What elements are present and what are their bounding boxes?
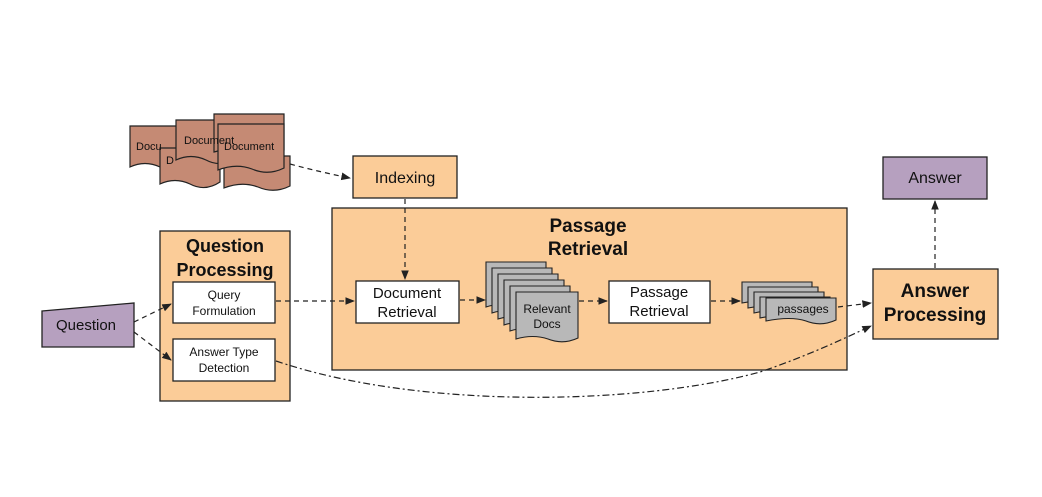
query-formulation-line2: Formulation bbox=[192, 304, 255, 318]
query-formulation-node: Query Formulation bbox=[172, 281, 276, 324]
question-processing-group: Question Processing Query Formulation An… bbox=[159, 230, 291, 402]
document-label-4: D bbox=[166, 155, 174, 167]
query-formulation-line1: Query bbox=[208, 288, 241, 302]
document-label-1: Docu bbox=[136, 141, 162, 153]
passage-retrieval-title-line2: Retrieval bbox=[548, 239, 628, 260]
document-retrieval-line2: Retrieval bbox=[377, 304, 436, 321]
passage-retrieval-line1: Passage bbox=[630, 284, 688, 301]
answer-processing-node: Answer Processing bbox=[872, 268, 999, 340]
question-node: Question bbox=[41, 302, 135, 348]
answer-type-detection-line2: Detection bbox=[199, 361, 250, 375]
passage-retrieval-node: Passage Retrieval bbox=[608, 280, 711, 324]
document-retrieval-line1: Document bbox=[373, 285, 442, 302]
question-label: Question bbox=[56, 317, 116, 334]
document-retrieval-node: Document Retrieval bbox=[355, 280, 460, 324]
passages-stack: passages bbox=[741, 281, 837, 325]
document-label-2: Document bbox=[184, 135, 234, 147]
arrow-passages-to-answer-processing bbox=[837, 300, 872, 308]
arrow-question-to-answer-type bbox=[133, 331, 172, 361]
arrow-question-to-query-formulation bbox=[133, 303, 172, 323]
document-label-3: Document bbox=[224, 141, 274, 153]
passage-retrieval-title-line1: Passage bbox=[549, 216, 626, 237]
answer-type-detection-node: Answer Type Detection bbox=[172, 338, 276, 382]
indexing-label: Indexing bbox=[375, 170, 436, 187]
relevant-docs-line2: Docs bbox=[533, 317, 560, 331]
arrow-answer-type-to-answer-processing bbox=[275, 325, 872, 398]
relevant-docs-line1: Relevant bbox=[523, 302, 571, 316]
answer-processing-line2: Processing bbox=[884, 305, 986, 326]
answer-processing-line1: Answer bbox=[901, 281, 970, 302]
passages-label: passages bbox=[777, 302, 828, 316]
document-shape-6 bbox=[217, 123, 285, 173]
answer-node: Answer bbox=[882, 156, 988, 200]
question-processing-title-line2: Processing bbox=[176, 260, 273, 280]
passage-retrieval-line2: Retrieval bbox=[629, 303, 688, 320]
relevant-docs-stack: Relevant Docs bbox=[485, 261, 579, 343]
arrow-documents-to-indexing bbox=[289, 163, 351, 181]
document-collection: Docu Document Document D bbox=[129, 113, 291, 191]
answer-type-detection-line1: Answer Type bbox=[189, 345, 258, 359]
answer-label: Answer bbox=[908, 170, 962, 187]
passage-retrieval-group: Passage Retrieval Document Retrieval Rel… bbox=[331, 207, 848, 371]
question-processing-title-line1: Question bbox=[186, 236, 264, 256]
indexing-node: Indexing bbox=[352, 155, 458, 199]
